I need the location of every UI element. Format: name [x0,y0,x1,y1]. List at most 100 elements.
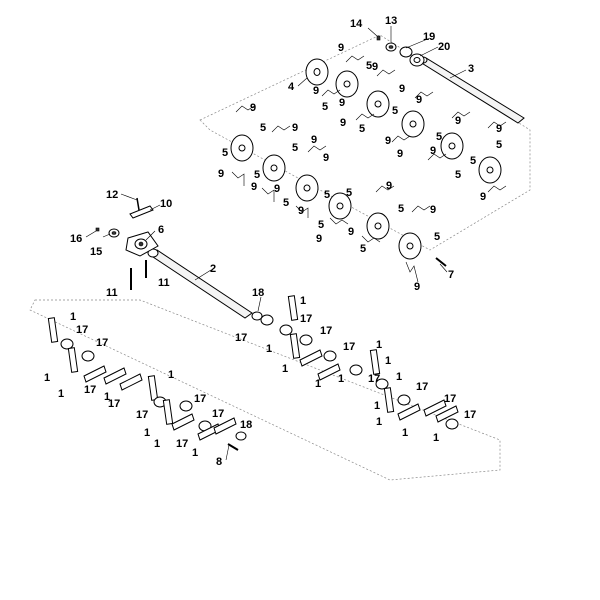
callout-9: 9 [292,122,298,134]
callout-9: 9 [455,115,461,127]
callout-9: 9 [430,204,436,216]
washer-15 [108,228,120,238]
cylinder-discs [230,70,502,260]
callout-17: 17 [194,393,206,405]
callout-9: 9 [251,181,257,193]
callout-11: 11 [106,287,118,299]
callout-12: 12 [106,189,118,201]
callout-9: 9 [323,152,329,164]
callout-9: 9 [218,168,224,180]
callout-1: 1 [374,400,380,412]
callout-9: 9 [338,42,344,54]
disc-5 [230,134,254,162]
pin-14 [376,35,381,41]
callout-1: 1 [338,373,344,385]
callout-1: 1 [300,295,306,307]
callout-17: 17 [464,409,476,421]
callout-4: 4 [288,81,295,93]
screws-11 [130,260,147,290]
callout-17: 17 [176,438,188,450]
callout-5: 5 [366,60,372,72]
callout-18: 18 [252,287,264,299]
callout-5: 5 [398,203,404,215]
lower-blade-boundary [29,299,501,481]
callout-1: 1 [282,363,288,375]
callout-1: 1 [70,311,76,323]
callout-18: 18 [240,419,252,431]
callout-9: 9 [416,94,422,106]
disc-5 [401,110,425,138]
callout-9: 9 [298,205,304,217]
callout-5: 5 [260,122,266,134]
callout-17: 17 [343,341,355,353]
callout-9: 9 [313,85,319,97]
callout-5: 5 [392,105,398,117]
callout-13: 13 [385,15,397,27]
callout-1: 1 [44,372,50,384]
callout-5: 5 [436,131,442,143]
callout-7: 7 [448,269,454,281]
callout-17: 17 [368,373,380,385]
shaft-2 [147,248,253,319]
screw-12 [136,197,140,211]
callout-5: 5 [455,169,461,181]
callout-1: 1 [104,391,110,403]
callout-1: 1 [144,427,150,439]
leader-lines [85,26,467,461]
callout-17: 17 [320,325,332,337]
callout-5: 5 [283,197,289,209]
disc-4 [305,58,329,86]
callout-5: 5 [318,219,324,231]
callout-9: 9 [385,135,391,147]
callout-9: 9 [399,83,405,95]
callout-17: 17 [300,313,312,325]
key-10 [129,205,154,219]
callout-1: 1 [266,343,272,355]
callout-1: 1 [154,438,160,450]
callout-5: 5 [324,189,330,201]
disc-5 [440,132,464,160]
callout-9: 9 [339,97,345,109]
upper-cylinder-boundary [199,34,531,251]
callout-9: 9 [340,117,346,129]
callout-17: 17 [235,332,247,344]
callout-17: 17 [84,384,96,396]
callout-8: 8 [216,456,222,468]
callout-9: 9 [430,145,436,157]
callout-5: 5 [292,142,298,154]
callout-5: 5 [434,231,440,243]
callout-9: 9 [496,123,502,135]
callout-1: 1 [376,416,382,428]
callout-1: 1 [385,355,391,367]
callout-19: 19 [423,31,435,43]
disc-5 [366,212,390,240]
callout-2: 2 [210,263,216,275]
callout-14: 14 [350,18,363,30]
callout-3: 3 [468,63,474,75]
callout-1: 1 [192,447,198,459]
callout-1: 1 [396,371,402,383]
callout-11: 11 [158,277,170,289]
callout-9: 9 [386,180,392,192]
nut-19 [399,46,413,58]
bearing-housing-6 [125,231,159,257]
callout-9: 9 [274,183,280,195]
callout-9: 9 [397,148,403,160]
callout-1: 1 [402,427,408,439]
disc-5 [478,156,502,184]
callout-15: 15 [90,246,102,258]
callout-1: 1 [315,378,321,390]
callout-5: 5 [470,155,476,167]
callout-9: 9 [250,102,256,114]
pin-7 [435,257,447,267]
callout-5: 5 [222,147,228,159]
callout-1: 1 [433,432,439,444]
callout-10: 10 [160,198,172,210]
callout-5: 5 [359,123,365,135]
callout-5: 5 [496,139,502,151]
callout-5: 5 [346,187,352,199]
blade-assembly [47,295,459,451]
disc-5 [398,232,422,260]
washer-13 [385,42,397,52]
